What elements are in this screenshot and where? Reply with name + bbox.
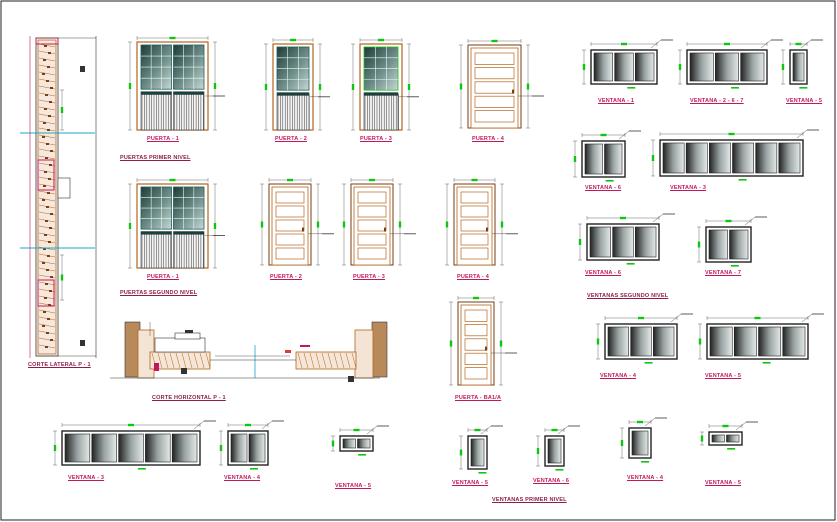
door-1f-3 [351, 38, 419, 131]
window-1f-b1 [53, 420, 216, 470]
window-label-2f-6: VENTANA - 6 [585, 270, 622, 276]
window-1f-b3 [331, 425, 389, 456]
drawing-layer [20, 36, 824, 474]
window-label-1f-b3: VENTANA - 5 [335, 483, 372, 489]
door-label-extra: PUERTA - BA1/A [455, 395, 502, 401]
window-1f-b2 [219, 420, 284, 470]
window-label-2f-5: VENTANA - 3 [670, 185, 707, 191]
window-1f-b7 [700, 421, 758, 450]
door-2f-4 [445, 178, 518, 266]
door-2f-2 [260, 178, 334, 266]
window-2f-3 [781, 39, 823, 89]
door-label-1f-2: PUERTA - 2 [275, 136, 307, 142]
doors-second-floor-title: PUERTAS SEGUNDO NIVEL [120, 290, 198, 296]
door-extra [449, 296, 517, 386]
window-label-1f-r2: VENTANA - 5 [705, 373, 742, 379]
window-1f-r1 [596, 313, 693, 364]
window-2f-6 [578, 213, 675, 265]
windows-first-floor-title: VENTANAS PRIMER NIVEL [492, 497, 567, 503]
window-label-2f-7: VENTANA - 7 [705, 270, 742, 276]
window-label-2f-4: VENTANA - 6 [585, 185, 622, 191]
door-label-2f-1: PUERTA - 1 [147, 274, 179, 280]
window-label-1f-b1: VENTANA - 3 [68, 475, 105, 481]
window-1f-b6 [620, 417, 667, 463]
window-label-1f-b6: VENTANA - 4 [627, 475, 664, 481]
window-2f-4 [573, 130, 641, 182]
door-1f-1 [128, 36, 225, 131]
door-label-2f-3: PUERTA - 3 [353, 274, 385, 280]
side-section-label: CORTE LATERAL P - 1 [28, 362, 91, 368]
horizontal-section-label: CORTE HORIZONTAL P - 1 [152, 395, 226, 401]
windows-second-floor-title: VENTANAS SEGUNDO NIVEL [587, 293, 669, 299]
window-1f-b4 [459, 425, 503, 474]
side-section-drawing [20, 36, 97, 358]
window-2f-5 [651, 129, 819, 181]
door-label-1f-3: PUERTA - 3 [360, 136, 392, 142]
horizontal-section-drawing [110, 321, 388, 382]
window-1f-r2 [698, 313, 824, 364]
window-1f-b5 [536, 425, 580, 471]
window-label-2f-2: VENTANA - 2 - 6 - 7 [690, 98, 744, 104]
window-label-1f-r1: VENTANA - 4 [600, 373, 637, 379]
window-2f-1 [582, 39, 673, 89]
window-label-2f-3: VENTANA - 5 [786, 98, 823, 104]
window-label-1f-b7: VENTANA - 5 [705, 480, 742, 486]
window-label-1f-b4: VENTANA - 5 [452, 480, 489, 486]
door-2f-1 [128, 178, 225, 269]
door-label-2f-2: PUERTA - 2 [270, 274, 302, 280]
door-1f-4 [459, 39, 544, 129]
door-label-2f-4: PUERTA - 4 [457, 274, 489, 280]
window-2f-2 [678, 39, 783, 89]
doors-first-floor-title: PUERTAS PRIMER NIVEL [120, 155, 191, 161]
window-label-1f-b5: VENTANA - 6 [533, 478, 570, 484]
door-label-1f-4: PUERTA - 4 [472, 136, 504, 142]
window-label-1f-b2: VENTANA - 4 [224, 475, 261, 481]
window-label-2f-1: VENTANA - 1 [598, 98, 635, 104]
door-label-1f-1: PUERTA - 1 [147, 136, 179, 142]
window-2f-7 [697, 216, 767, 267]
door-1f-2 [264, 38, 330, 131]
door-2f-3 [342, 178, 416, 266]
